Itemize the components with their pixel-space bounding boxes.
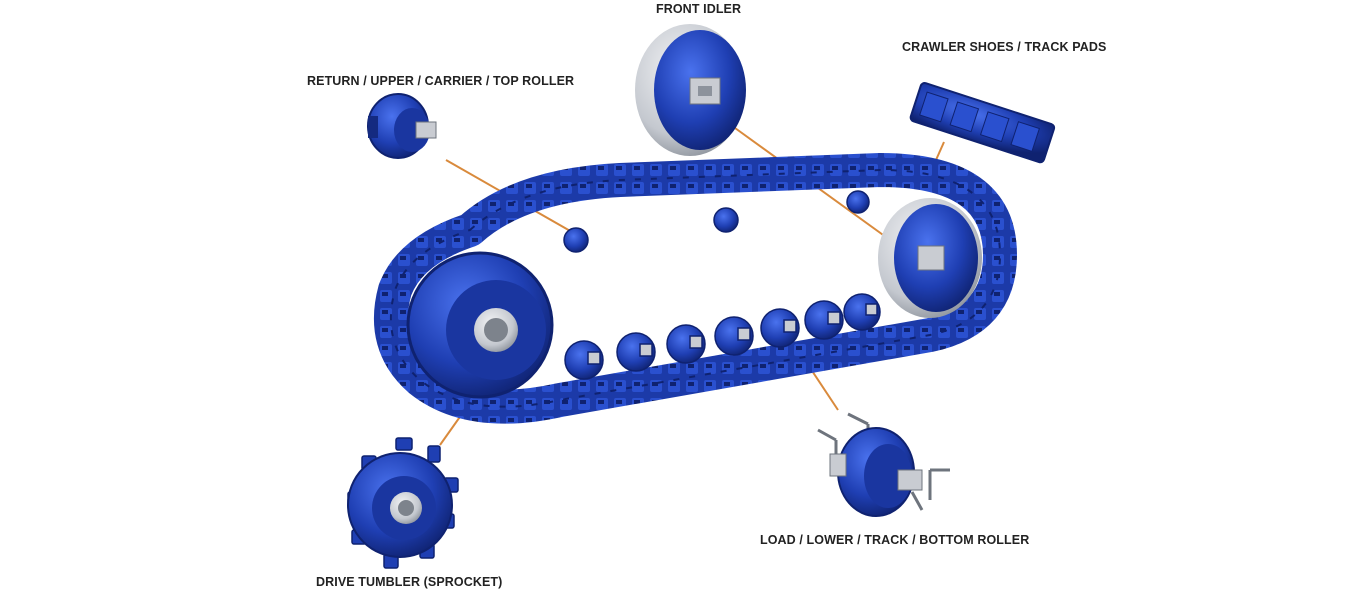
crawler-shoes-part <box>909 82 1056 164</box>
bottom-roller <box>616 332 656 372</box>
label-return-roller: RETURN / UPPER / CARRIER / TOP ROLLER <box>307 74 575 88</box>
top-rollers <box>563 190 870 253</box>
front-idler-part <box>635 24 746 156</box>
drive-tumbler-part <box>347 437 459 569</box>
bottom-roller <box>760 308 800 348</box>
bottom-roller <box>666 324 706 364</box>
track-chain-assembly <box>373 153 1017 424</box>
top-roller <box>563 227 589 253</box>
load-roller-part <box>817 412 950 517</box>
bottom-rollers <box>564 293 881 380</box>
top-roller <box>846 190 870 214</box>
return-roller-part <box>367 93 437 159</box>
drive-sprocket-mounted <box>406 251 554 399</box>
bottom-roller <box>804 300 844 340</box>
bottom-roller <box>843 293 881 331</box>
top-roller <box>713 207 739 233</box>
bottom-roller <box>564 340 604 380</box>
front-idler-mounted <box>878 198 982 318</box>
label-crawler-shoes: CRAWLER SHOES / TRACK PADS <box>902 40 1107 54</box>
label-load-roller: LOAD / LOWER / TRACK / BOTTOM ROLLER <box>760 533 1030 547</box>
label-drive-tumbler: DRIVE TUMBLER (SPROCKET) <box>316 575 503 589</box>
bottom-roller <box>714 316 754 356</box>
label-front-idler: FRONT IDLER <box>656 2 742 16</box>
